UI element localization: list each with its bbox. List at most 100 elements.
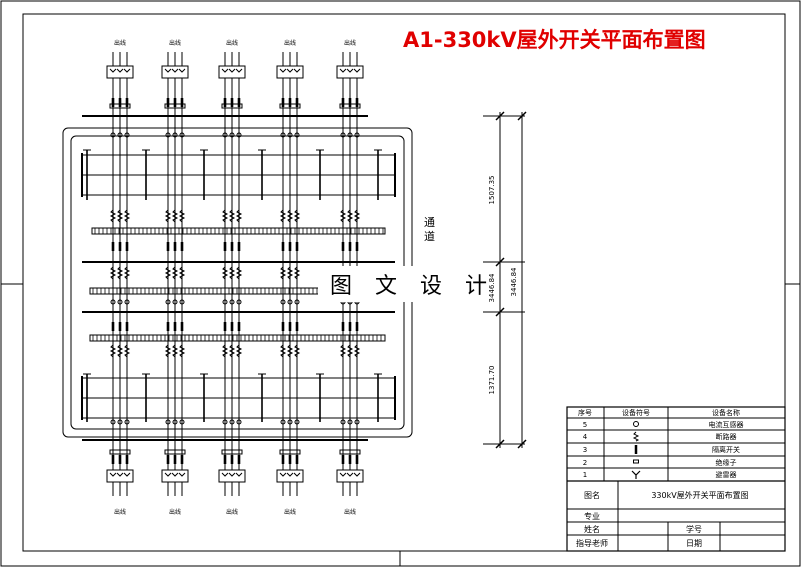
bay xyxy=(276,52,304,496)
current-transformer-symbol xyxy=(110,299,116,305)
current-transformer-symbol xyxy=(165,132,171,138)
insulator-block xyxy=(221,449,243,455)
legend-row-no: 4 xyxy=(583,433,588,441)
breaker-symbol xyxy=(171,266,179,280)
insulator-block xyxy=(339,103,361,109)
arrester-symbol xyxy=(116,68,124,73)
current-transformer-symbol xyxy=(280,132,286,138)
drawing-title: A1-330kV屋外开关平面布置图 xyxy=(403,28,706,52)
line-label-bottom: 出线 xyxy=(226,508,238,516)
arrester-symbol xyxy=(109,472,117,477)
current-transformer-symbol xyxy=(236,132,242,138)
line-label-top: 出线 xyxy=(169,39,181,47)
breaker-symbol xyxy=(116,344,124,358)
arrester-symbol xyxy=(123,68,131,73)
passage-label-1: 通 xyxy=(424,216,435,229)
breaker-symbol xyxy=(286,266,294,280)
breaker-symbol xyxy=(353,209,361,223)
insulator-block xyxy=(164,449,186,455)
breaker-symbol xyxy=(286,344,294,358)
legend-row-name: 隔离开关 xyxy=(712,445,740,454)
arrester-symbol xyxy=(353,68,361,73)
insulator-block xyxy=(279,103,301,109)
line-label-top: 出线 xyxy=(344,39,356,47)
legend-row-name: 避雷器 xyxy=(716,470,737,479)
watermark-text: 图 文 设 计 xyxy=(330,274,495,299)
arrester-symbol xyxy=(116,472,124,477)
breaker-symbol xyxy=(109,344,117,358)
breaker-symbol xyxy=(286,209,294,223)
insulator-symbol xyxy=(633,459,639,464)
bay xyxy=(218,52,246,496)
arrester-symbol xyxy=(631,470,641,479)
breaker-symbol xyxy=(228,344,236,358)
line-label-bottom: 出线 xyxy=(114,508,126,516)
title-block xyxy=(566,406,786,552)
upper-busbar-supports xyxy=(83,149,382,200)
breaker-symbol xyxy=(116,266,124,280)
arrester-symbol xyxy=(339,472,347,477)
legend-header-no: 序号 xyxy=(578,408,592,417)
current-transformer-symbol xyxy=(287,299,293,305)
arrester-symbol xyxy=(279,472,287,477)
current-transformer-symbol xyxy=(294,299,300,305)
legend-row-name: 断路器 xyxy=(716,432,737,441)
breaker-symbol xyxy=(178,266,186,280)
breaker-symbol xyxy=(123,209,131,223)
current-transformer-symbol xyxy=(294,419,300,425)
current-transformer-symbol xyxy=(172,419,178,425)
breaker-symbol xyxy=(123,266,131,280)
arrester-symbol xyxy=(279,68,287,73)
dimension-total: 3446.84 xyxy=(510,267,518,296)
insulator-block xyxy=(109,449,131,455)
arrester-symbol xyxy=(286,472,294,477)
dimension-chain xyxy=(483,111,527,449)
current-transformer-symbol xyxy=(280,299,286,305)
breaker-symbol xyxy=(171,344,179,358)
breaker-symbol xyxy=(164,209,172,223)
legend-row-no: 3 xyxy=(583,446,587,454)
advisor-label: 指导老师 xyxy=(576,538,608,548)
current-transformer-symbol xyxy=(236,419,242,425)
watermark-backdrop xyxy=(318,266,486,302)
current-transformer-symbol xyxy=(117,132,123,138)
breaker-symbol xyxy=(221,344,229,358)
arrester-symbol xyxy=(346,472,354,477)
arrester-symbol xyxy=(171,472,179,477)
current-transformer-symbol xyxy=(222,419,228,425)
breaker-symbol xyxy=(178,344,186,358)
arrester-symbol xyxy=(164,472,172,477)
current-transformer-symbol xyxy=(347,132,353,138)
arrester-symbol xyxy=(235,472,243,477)
current-transformer-symbol xyxy=(340,419,346,425)
current-transformer-symbol xyxy=(229,299,235,305)
current-transformer-symbol xyxy=(179,419,185,425)
current-transformer-symbol xyxy=(294,132,300,138)
cable-trench xyxy=(89,334,386,342)
current-transformer-symbol xyxy=(110,132,116,138)
current-transformer-symbol xyxy=(287,419,293,425)
breaker-symbol xyxy=(116,209,124,223)
current-transformer-symbol xyxy=(172,132,178,138)
date-label: 日期 xyxy=(686,539,702,548)
name-label: 姓名 xyxy=(584,524,600,534)
current-transformer-symbol xyxy=(354,419,360,425)
breaker-symbol xyxy=(293,344,301,358)
current-transformer-symbol xyxy=(110,419,116,425)
current-transformer-symbol xyxy=(354,132,360,138)
breaker-symbol xyxy=(109,209,117,223)
legend-row-no: 5 xyxy=(583,421,587,429)
major-label: 专业 xyxy=(584,511,600,521)
bay xyxy=(106,52,134,496)
breaker-symbol xyxy=(171,209,179,223)
breaker-symbol xyxy=(279,266,287,280)
arrester-symbol xyxy=(171,68,179,73)
current-transformer-symbol xyxy=(124,132,130,138)
breaker-symbol xyxy=(353,344,361,358)
arrester-symbol xyxy=(228,472,236,477)
dimension-lower: 1371.70 xyxy=(488,366,496,395)
current-transformer-symbol xyxy=(165,299,171,305)
legend-row-name: 绝缘子 xyxy=(716,458,737,467)
lower-busbar-supports xyxy=(83,373,382,422)
